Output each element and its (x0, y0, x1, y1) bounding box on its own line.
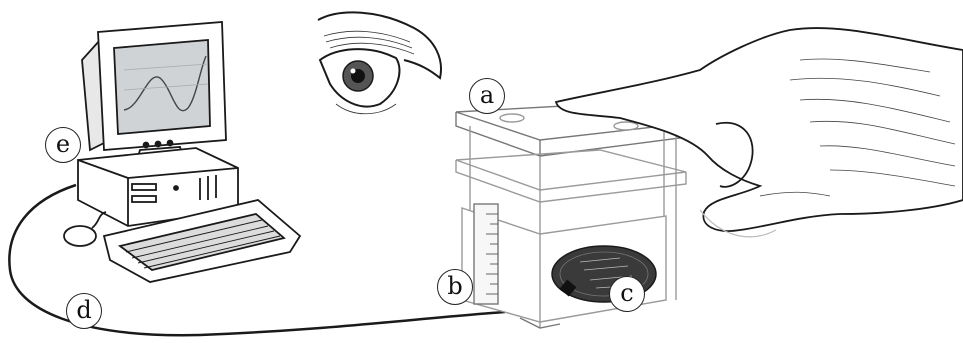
callout-b: b (437, 269, 473, 305)
callout-a-text: a (480, 83, 494, 107)
callout-b-text: b (447, 274, 462, 298)
callout-c-text: c (620, 281, 633, 305)
callout-a: a (469, 78, 505, 114)
hand-icon (556, 28, 963, 237)
callout-d: d (66, 293, 102, 329)
callout-e-text: e (56, 132, 70, 156)
computer-icon (64, 22, 300, 282)
callout-e: e (45, 127, 81, 163)
callout-c: c (609, 276, 645, 312)
eye-icon (318, 12, 441, 113)
callout-d-text: d (76, 298, 91, 322)
